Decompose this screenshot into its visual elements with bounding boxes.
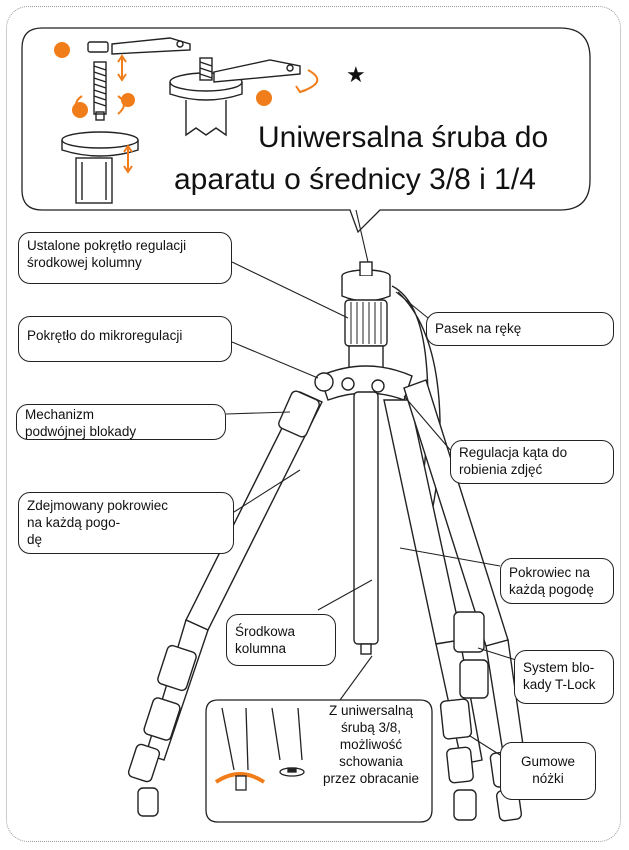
label-line: kady T-Lock bbox=[523, 677, 596, 692]
label-line: podwójnej blokady bbox=[25, 424, 137, 439]
label-line: dę bbox=[27, 532, 43, 547]
screw-inset-drawing bbox=[214, 707, 305, 791]
tripod-head bbox=[314, 261, 413, 401]
label-line: nóżki bbox=[532, 771, 564, 786]
label-line: Środkowa bbox=[235, 624, 296, 639]
orange-arrows bbox=[75, 54, 319, 174]
label-line: środkowej kolumny bbox=[27, 255, 142, 270]
callout-weather-cover: Pokrowiec na każdą pogodę bbox=[500, 558, 614, 604]
label-line: Zdejmowany pokrowiec bbox=[27, 498, 169, 513]
label-line: Regulacja kąta do bbox=[459, 445, 568, 460]
screw-exploded-view bbox=[61, 37, 301, 204]
label-line: Pokrowiec na bbox=[509, 565, 591, 580]
label-line: każdą pogodę bbox=[509, 582, 594, 597]
label-line: Gumowe bbox=[520, 754, 576, 769]
label-line: możliwość bbox=[339, 737, 403, 752]
title-line-1: Uniwersalna śruba do bbox=[258, 121, 549, 154]
label-line: Pasek na rękę bbox=[435, 321, 522, 336]
top-panel-bubble bbox=[21, 27, 591, 234]
label-line: schowania bbox=[339, 754, 403, 769]
callout-double-lock: Mechanizm podwójnej blokady bbox=[16, 404, 226, 440]
outer-dotted-frame bbox=[6, 6, 621, 842]
callout-tlock: System blo- kady T-Lock bbox=[514, 650, 614, 704]
callout-micro-knob: Pokrętło do mikroregulacji bbox=[18, 316, 232, 362]
callout-center-column: Środkowa kolumna bbox=[226, 614, 336, 666]
screw-inset-text: Z uniwersalną śrubą 3/8, możliwość schow… bbox=[312, 702, 430, 787]
callout-fixed-knob: Ustalone pokrętło regulacji środkowej ko… bbox=[18, 232, 232, 284]
label-line: kolumna bbox=[235, 641, 287, 656]
label-line: przez obracanie bbox=[322, 771, 420, 786]
screw-inset-bubble bbox=[205, 699, 433, 823]
label-line: System blo- bbox=[523, 660, 595, 675]
callout-hand-strap: Pasek na rękę bbox=[426, 312, 614, 346]
star-symbol-glyph: ★ bbox=[346, 63, 366, 88]
label-line: na każdą pogo- bbox=[27, 515, 121, 530]
callout-rubber-feet: Gumowe nóżki bbox=[500, 742, 596, 800]
label-line: robienia zdjęć bbox=[459, 462, 543, 477]
label-line: Ustalone pokrętło regulacji bbox=[27, 238, 187, 253]
callout-removable-cover: Zdejmowany pokrowiec na każdą pogo- dę bbox=[18, 492, 234, 554]
callout-angle-adjust: Regulacja kąta do robienia zdjęć bbox=[450, 440, 614, 484]
label-line: śrubą 3/8, bbox=[340, 720, 402, 735]
label-line: Z uniwersalną bbox=[328, 703, 414, 718]
title-line-2: aparatu o średnicy 3/8 i 1/4 bbox=[174, 163, 536, 196]
label-line: Mechanizm bbox=[25, 407, 95, 422]
leader-lines bbox=[225, 209, 517, 761]
label-line: Pokrętło do mikroregulacji bbox=[27, 328, 183, 343]
